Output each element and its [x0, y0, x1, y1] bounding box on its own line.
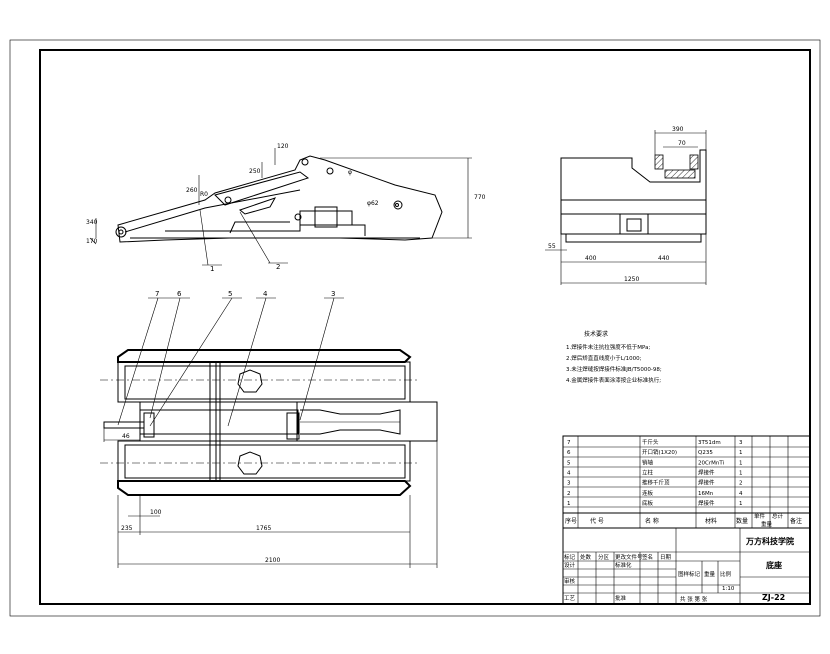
bom-cell-qty_code: 3T51dm — [698, 440, 721, 446]
balloon-7: 7 — [155, 290, 159, 298]
bom-cell-qty: 3 — [739, 440, 743, 446]
bom-header-name: 名 称 — [645, 517, 659, 525]
plan-view: 7 6 5 4 3 46 100 235 1765 2100 — [100, 290, 438, 568]
balloon-2: 2 — [276, 263, 280, 271]
tb-part-name: 底座 — [765, 560, 782, 570]
bom-cell-name: 千斤头 — [642, 438, 659, 446]
tech-note-3: 3.未注焊缝按焊接件标准JB/T5000-98; — [566, 365, 662, 373]
bom-cell-no: 2 — [567, 491, 571, 497]
tb-label-design: 设计 — [564, 561, 576, 569]
dim-170: 170 — [86, 238, 98, 245]
bom-cell-qty: 2 — [739, 481, 743, 487]
outer-border — [9, 39, 821, 617]
balloon-5: 5 — [228, 290, 232, 298]
dim-235: 235 — [121, 525, 133, 532]
tech-note-4: 4.金属焊接件表面涂漆按企业标准执行; — [566, 376, 661, 384]
tb-label-scale: 比例 — [720, 570, 732, 578]
bom-cell-no: 1 — [567, 501, 571, 507]
tb-label-approve: 批准 — [615, 594, 627, 602]
tb-label-zone: 分区 — [598, 553, 610, 561]
bom-cell-no: 6 — [567, 450, 571, 456]
tb-scale-value: 1:10 — [722, 586, 735, 592]
inner-border — [39, 49, 811, 605]
bom-cell-no: 4 — [567, 470, 571, 476]
dim-250: 250 — [249, 168, 261, 175]
dim-120: 120 — [277, 143, 289, 150]
bom-header-material: 材料 — [705, 517, 717, 525]
balloon-6: 6 — [177, 290, 182, 298]
dim-390: 390 — [672, 126, 684, 133]
bom-header-single: 单件 — [754, 512, 766, 520]
bom-header-weight: 重量 — [761, 520, 773, 528]
bom-cell-qty_code: 20CrMnTi — [698, 460, 725, 466]
bom-cell-qty: 1 — [739, 450, 743, 456]
dim-440: 440 — [658, 255, 670, 262]
bom-cell-qty_code: 16Mn — [698, 491, 714, 497]
tb-label-sheets: 共 张 第 张 — [680, 595, 708, 603]
tb-label-date: 日期 — [660, 554, 672, 561]
dim-770: 770 — [474, 194, 486, 201]
title-block: 标记 处数 分区 更改文件号 签名 日期 设计 标准化 审核 工艺 批准 图样标… — [562, 527, 811, 605]
tb-org: 万方科技学院 — [745, 536, 794, 546]
bom-header-total: 总计 — [772, 512, 784, 520]
dim-100: 100 — [150, 509, 162, 516]
dim-1250: 1250 — [624, 276, 639, 283]
bom-cell-qty: 4 — [739, 491, 743, 497]
dim-46: 46 — [122, 433, 130, 440]
balloon-3: 3 — [331, 290, 335, 298]
balloon-1: 1 — [210, 265, 214, 273]
bom-cell-qty_code: Q235 — [698, 450, 713, 456]
end-view: 390 70 55 400 440 1250 — [545, 126, 707, 285]
tech-note-1: 1.焊接件未注抗拉强度不低于MPa; — [566, 343, 650, 351]
bom-cell-qty_code: 焊接件 — [698, 499, 715, 507]
balloon-4: 4 — [263, 290, 268, 298]
tb-drawing-no: ZJ-22 — [762, 593, 785, 602]
tb-label-change: 更改文件号 — [615, 553, 643, 561]
technical-requirements: 技术要求 1.焊接件未注抗拉强度不低于MPa; 2.焊后矫直直线度小于L/100… — [566, 330, 662, 384]
tb-label-count: 处数 — [580, 553, 592, 561]
dim-400: 400 — [585, 255, 597, 262]
bom-cell-name: 销轴 — [642, 458, 654, 466]
tb-label-process: 工艺 — [564, 595, 576, 602]
tb-label-standardize: 标准化 — [615, 561, 632, 569]
tb-label-weight: 重量 — [704, 570, 716, 578]
bom-cell-no: 3 — [567, 481, 571, 487]
tech-note-2: 2.焊后矫直直线度小于L/1000; — [566, 354, 642, 362]
bom-header-qty: 数量 — [736, 517, 748, 525]
bom-cell-no: 5 — [567, 460, 571, 466]
dim-phi1: φ — [348, 169, 352, 176]
tb-label-check: 审核 — [564, 577, 576, 585]
dim-70: 70 — [678, 140, 686, 147]
tb-label-stage: 图样标记 — [678, 570, 701, 578]
dim-340: 340 — [86, 219, 98, 226]
bom-header-no: 序号 — [565, 517, 577, 525]
bom-cell-qty_code: 焊接件 — [698, 468, 715, 476]
bom-table: 7 千斤头 3T51dm 3 6 开口销(1X20) Q235 1 5 销轴 20CrMnTi 1 4 立… — [562, 435, 811, 529]
bom-header-code: 代 号 — [590, 517, 604, 525]
bom-cell-qty: 1 — [739, 460, 743, 466]
tb-label-mark: 标记 — [564, 553, 576, 561]
bom-cell-name: 开口销(1X20) — [642, 448, 677, 456]
tb-label-sign: 签名 — [642, 553, 653, 561]
bom-cell-name: 立柱 — [642, 468, 654, 476]
bom-cell-name: 连板 — [642, 489, 654, 497]
bom-cell-name: 推移千斤顶 — [642, 479, 670, 487]
dim-phi62: φ62 — [367, 200, 379, 207]
bom-cell-qty: 1 — [739, 501, 743, 507]
dim-55: 55 — [548, 243, 556, 250]
side-view: 120 250 260 R0 340 170 770 φ φ62 1 2 — [86, 143, 486, 273]
bom-cell-no: 7 — [567, 440, 571, 446]
dim-260: 260 — [186, 187, 198, 194]
bom-header-remark: 备注 — [790, 517, 802, 525]
bom-cell-name: 底板 — [642, 499, 654, 507]
bom-cell-qty_code: 焊接件 — [698, 479, 715, 487]
bom-cell-qty: 1 — [739, 470, 743, 476]
tech-notes-title: 技术要求 — [584, 330, 608, 338]
dim-2100: 2100 — [265, 557, 280, 564]
dim-1765: 1765 — [256, 525, 271, 532]
dim-r80: R0 — [200, 191, 208, 198]
